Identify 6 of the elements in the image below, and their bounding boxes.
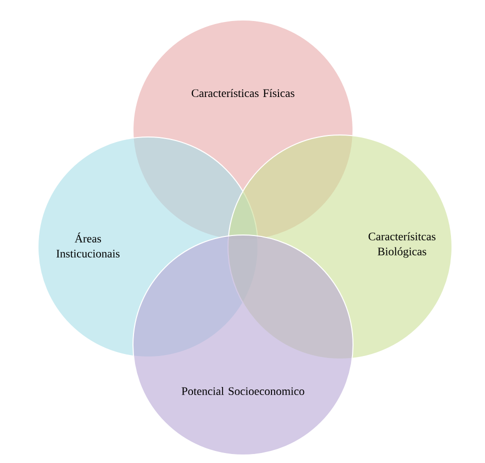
circle-label: Características Físicas [192, 88, 294, 98]
venn-circle [132, 234, 354, 456]
circle-label: Caracterísitcas Biológicas [368, 232, 436, 258]
circle-label: Áreas Insticucionais [56, 232, 120, 258]
circle-label: Potencial Socioeconomico [182, 386, 304, 396]
venn-circle [228, 134, 452, 360]
